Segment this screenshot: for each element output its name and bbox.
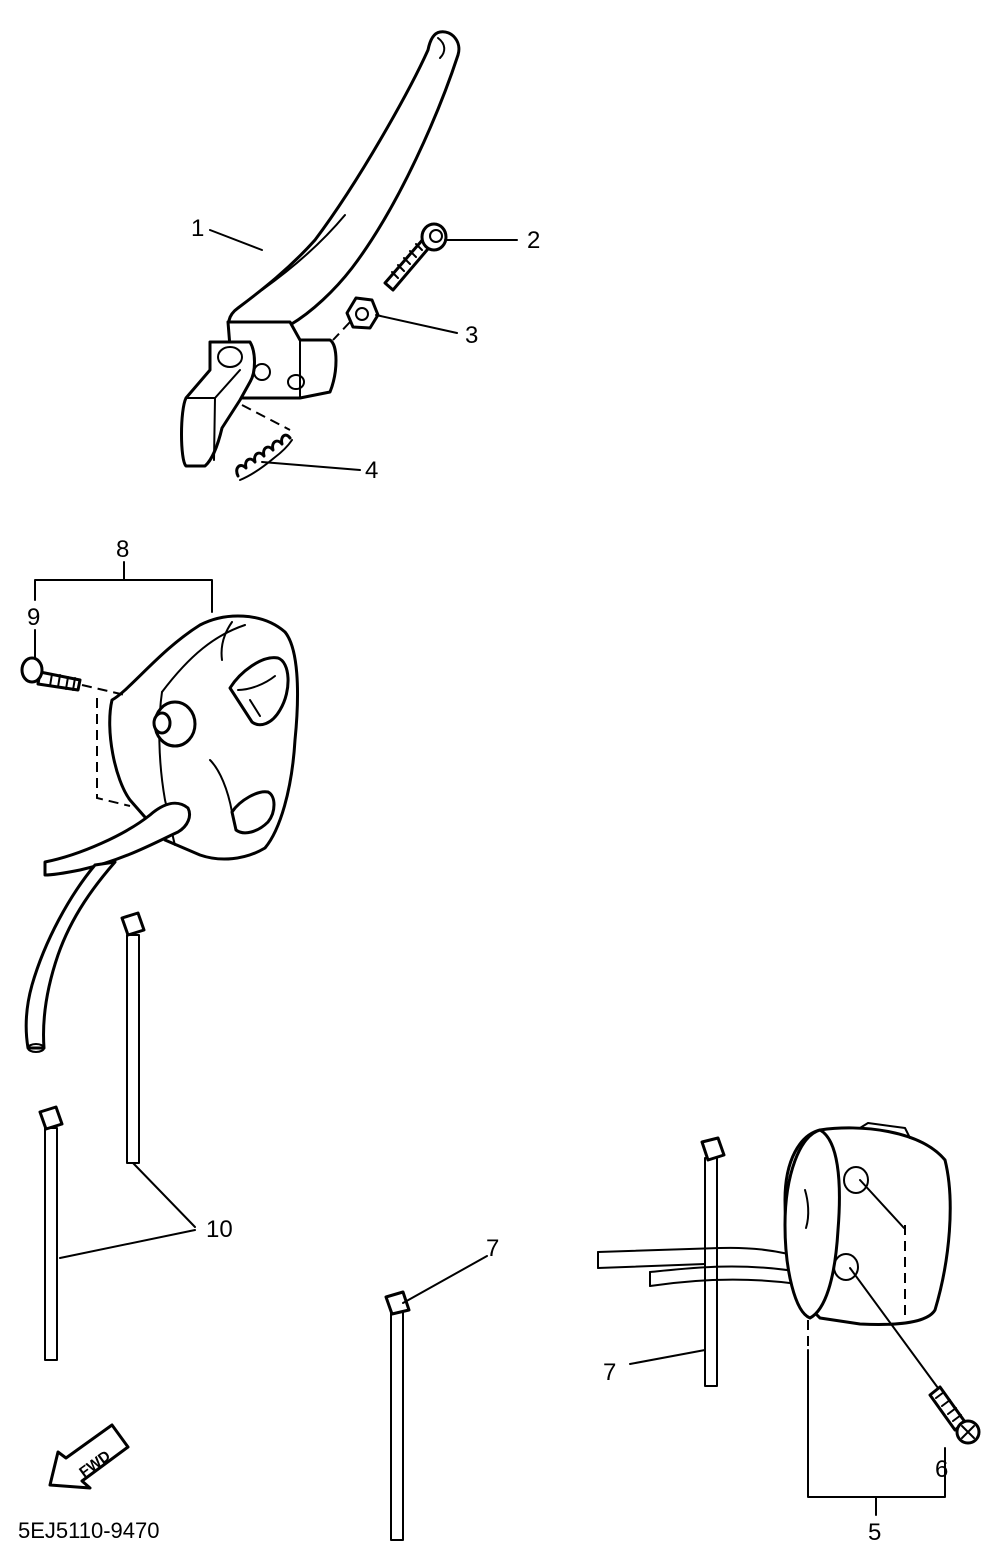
diagram-code: 5EJ5110-9470 (18, 1518, 160, 1543)
nut-part (345, 296, 380, 330)
callout-10: 10 (206, 1216, 233, 1243)
callout-9: 9 (27, 604, 40, 631)
callout-1: 1 (191, 215, 204, 242)
callout-8: 8 (116, 536, 129, 563)
callout-4: 4 (365, 457, 378, 484)
callout-7-center: 7 (486, 1235, 499, 1262)
lever-part (180, 30, 461, 468)
leader-lines (34, 229, 706, 1365)
cable-tie-right (700, 1136, 726, 1387)
callout-2: 2 (527, 227, 540, 254)
spring-part (235, 433, 293, 481)
cable-tie-lower (38, 1105, 64, 1361)
cable-tie-center (384, 1290, 411, 1541)
cable-tie-upper (120, 911, 146, 1164)
callout-6: 6 (935, 1456, 948, 1483)
left-switch-assembly (20, 614, 299, 1053)
callout-bracket-5 (807, 1349, 946, 1498)
bolt-part (383, 222, 448, 292)
callout-5: 5 (868, 1519, 881, 1546)
fwd-direction-arrow: FWD (48, 1423, 130, 1490)
callout-bracket-8 (34, 579, 213, 613)
callout-3: 3 (465, 322, 478, 349)
right-switch-assembly (597, 1122, 981, 1445)
callout-7-right: 7 (603, 1359, 616, 1386)
